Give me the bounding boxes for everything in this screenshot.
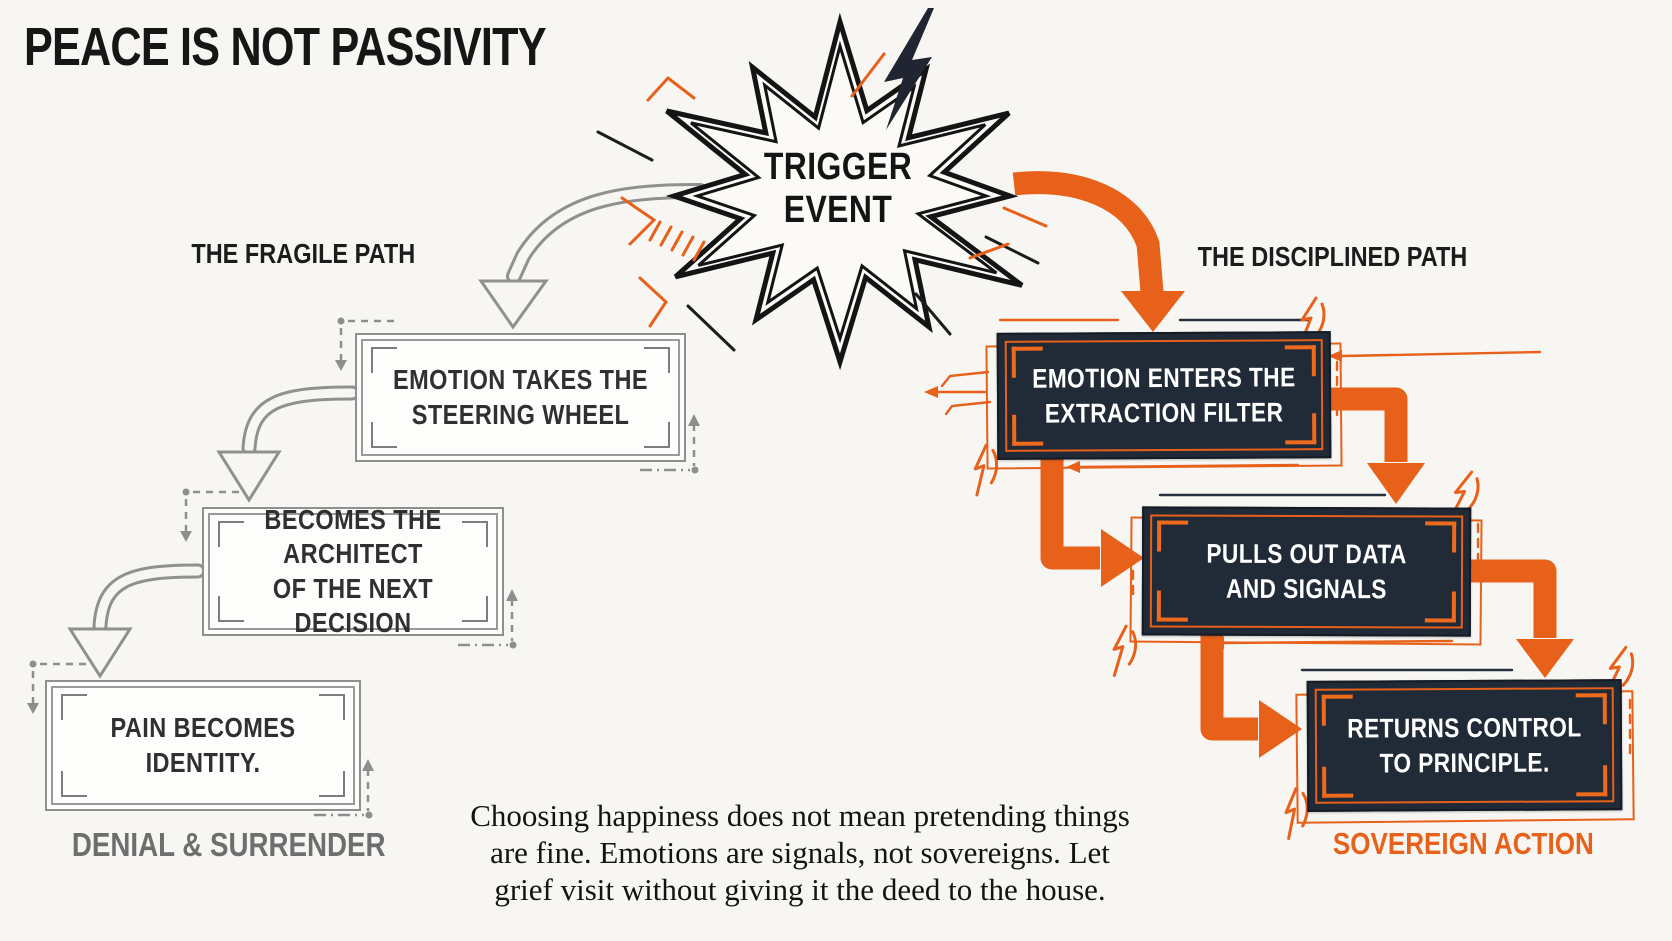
fragile-path-label: THE FRAGILE PATH <box>191 238 415 269</box>
fragile-step-2-text: BECOMES THE ARCHITECT OF THE NEXT DECISI… <box>264 504 442 638</box>
quote-line: Choosing happiness does not mean pretend… <box>470 798 1130 833</box>
corner-bracket <box>371 422 397 448</box>
fragile-step-2: BECOMES THE ARCHITECT OF THE NEXT DECISI… <box>202 504 504 638</box>
fragile-step-1-text: EMOTION TAKES THE STEERING WHEEL <box>393 364 648 430</box>
corner-bracket <box>462 596 488 622</box>
inner-border <box>208 513 498 630</box>
disciplined-path-label: THE DISCIPLINED PATH <box>1197 241 1468 272</box>
inner-border <box>361 339 680 456</box>
corner-bracket <box>319 694 345 720</box>
disciplined-step-3-text: RETURNS CONTROL TO PRINCIPLE. <box>1347 712 1582 778</box>
corner-bracket <box>218 596 244 622</box>
fragile-step-1: EMOTION TAKES THE STEERING WHEEL <box>355 333 686 462</box>
corner-bracket <box>61 694 87 720</box>
hollow-arrowhead <box>216 450 282 503</box>
fragile-step-3: PAIN BECOMES IDENTITY. <box>45 680 361 811</box>
hollow-arrowhead <box>478 279 549 330</box>
corner-bracket <box>61 771 87 797</box>
corner-bracket <box>319 771 345 797</box>
disciplined-step-1-text: EMOTION ENTERS THE EXTRACTION FILTER <box>1032 362 1296 429</box>
denial-surrender-label: DENIAL & SURRENDER <box>71 826 386 863</box>
disciplined-step-1: EMOTION ENTERS THE EXTRACTION FILTER <box>996 331 1332 460</box>
corner-bracket <box>218 521 244 547</box>
disciplined-arrows <box>1012 171 1557 741</box>
starburst-decor-lines <box>596 52 1048 352</box>
dashed-connectors <box>27 317 700 819</box>
disciplined-arrowheads <box>1101 291 1574 758</box>
trigger-starburst <box>665 8 1024 371</box>
disciplined-step-3: RETURNS CONTROL TO PRINCIPLE. <box>1306 679 1623 812</box>
fragile-step-3-text: PAIN BECOMES IDENTITY. <box>110 712 296 778</box>
corner-bracket <box>644 422 670 448</box>
trigger-event-label: TRIGGER EVENT <box>713 146 963 231</box>
quote-text: Choosing happiness does not mean pretend… <box>430 797 1170 908</box>
disciplined-step-2-text: PULLS OUT DATA AND SIGNALS <box>1206 539 1407 604</box>
hollow-arrowhead <box>67 627 133 679</box>
corner-bracket <box>462 521 488 547</box>
corner-bracket <box>644 347 670 373</box>
fragile-curved-arrows <box>67 183 708 679</box>
corner-bracket <box>371 347 397 373</box>
lightning-bolt-icon <box>884 8 934 130</box>
trigger-line: TRIGGER <box>763 146 913 188</box>
quote-line: are fine. Emotions are signals, not sove… <box>490 835 1110 870</box>
inner-border <box>51 686 355 805</box>
page-title: PEACE IS NOT PASSIVITY <box>24 17 547 77</box>
disciplined-step-2: PULLS OUT DATA AND SIGNALS <box>1141 506 1472 637</box>
sovereign-action-label: SOVEREIGN ACTION <box>1332 826 1594 861</box>
trigger-line: EVENT <box>783 188 893 231</box>
quote-line: grief visit without giving it the deed t… <box>494 872 1106 907</box>
